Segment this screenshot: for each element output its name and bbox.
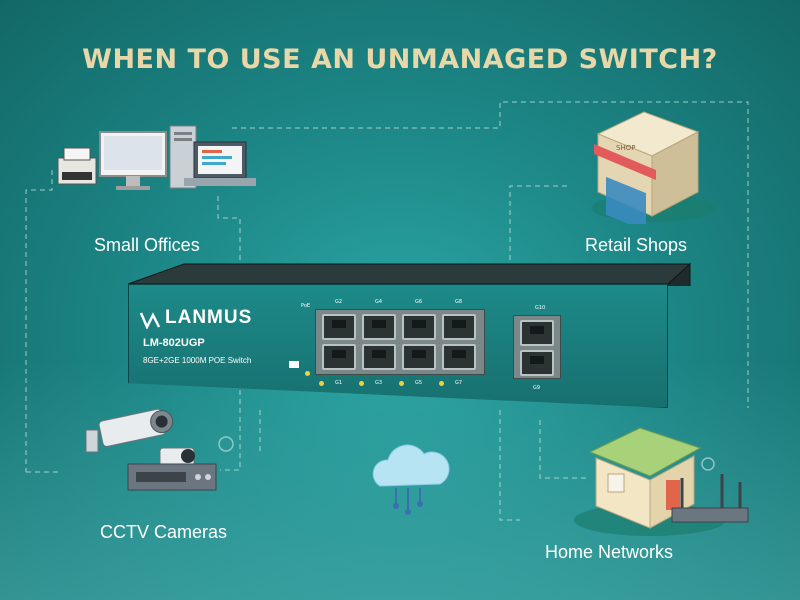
label-home-networks: Home Networks <box>545 542 674 562</box>
ethernet-port[interactable] <box>402 314 436 340</box>
poe-label: PoE <box>301 303 311 309</box>
power-led <box>305 371 310 376</box>
switch-front-panel: LANMUS LM-802UGP 8GE+2GE 1000M POE Switc… <box>128 284 668 408</box>
brand-name: LANMUS <box>165 307 253 328</box>
gigabit-port-block <box>315 309 485 375</box>
port-label-bottom: G7 <box>455 380 463 386</box>
port-label-top: G6 <box>415 299 423 305</box>
ethernet-port[interactable] <box>442 314 476 340</box>
network-switch: LANMUS LM-802UGP 8GE+2GE 1000M POE Switc… <box>124 262 692 414</box>
port-label-top: G10 <box>535 305 546 311</box>
model-number: LM-802UGP <box>143 337 205 349</box>
label-retail-shops: Retail Shops <box>585 235 688 255</box>
shop-building-icon: SHOP <box>592 111 716 224</box>
home-house-icon <box>574 427 749 536</box>
port-label-bottom: G1 <box>335 380 343 386</box>
port-label-top: G2 <box>335 299 343 305</box>
page-title: WHEN TO USE AN UNMANAGED SWITCH? <box>82 44 718 75</box>
ethernet-port[interactable] <box>322 314 356 340</box>
ethernet-port[interactable] <box>362 344 396 370</box>
label-cctv-cameras: CCTV Cameras <box>100 522 228 542</box>
port-label-top: G4 <box>375 299 383 305</box>
status-led <box>439 381 444 386</box>
port-label-bottom: G9 <box>533 385 541 391</box>
status-led <box>399 381 404 386</box>
office-computers-icon <box>57 125 256 190</box>
status-led <box>359 381 364 386</box>
switch-chassis <box>127 262 692 286</box>
cloud-icon <box>372 444 450 515</box>
cctv-camera-icon <box>85 408 217 491</box>
uplink-ethernet-port[interactable] <box>520 320 554 346</box>
ethernet-port[interactable] <box>442 344 476 370</box>
ethernet-port[interactable] <box>362 314 396 340</box>
mode-switch-button[interactable] <box>289 361 299 368</box>
uplink-ethernet-port[interactable] <box>520 350 554 376</box>
shop-sign: SHOP <box>616 144 635 152</box>
uplink-port-block <box>513 315 561 379</box>
port-label-top: G8 <box>455 299 463 305</box>
switch-description: 8GE+2GE 1000M POE Switch <box>143 356 252 365</box>
status-led <box>319 381 324 386</box>
ethernet-port[interactable] <box>322 344 356 370</box>
ethernet-port[interactable] <box>402 344 436 370</box>
lanmus-logo-icon <box>139 312 161 329</box>
port-label-bottom: G3 <box>375 380 383 386</box>
label-small-offices: Small Offices <box>94 235 200 255</box>
port-label-bottom: G5 <box>415 380 423 386</box>
